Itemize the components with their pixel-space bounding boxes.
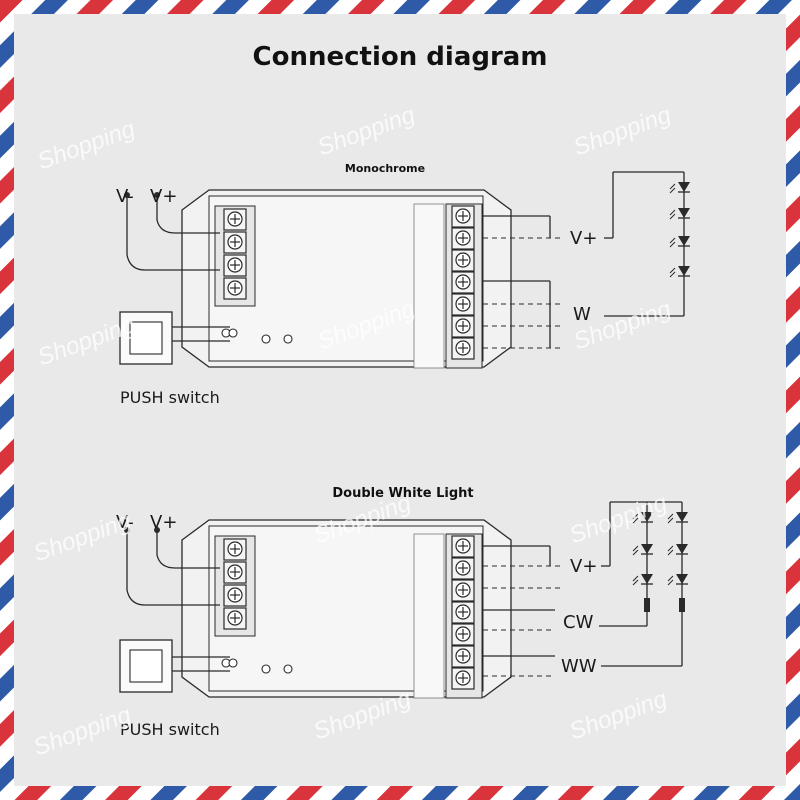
diagram-1-output-positive-label: V+ (570, 228, 598, 249)
screw-terminal (451, 315, 475, 338)
screw-terminal (451, 645, 475, 668)
led-diode (669, 236, 690, 248)
led-body (678, 182, 690, 192)
switch-port (228, 328, 238, 338)
wire (126, 195, 220, 271)
led-indicator (261, 334, 271, 344)
screw-terminal (451, 623, 475, 646)
led-ray (669, 183, 676, 190)
led-ray (667, 517, 674, 524)
switch-port (228, 658, 238, 668)
wire-connector (644, 598, 650, 612)
diagram-2-switch-label: PUSH switch (120, 720, 220, 739)
led-ray (669, 237, 676, 244)
diagram-2-output-cw-label: CW (563, 612, 594, 633)
led-diode (667, 574, 688, 586)
led-diode (632, 574, 653, 586)
output-label-strip (413, 203, 445, 369)
monochrome-diagram (119, 171, 690, 369)
led-diode (632, 544, 653, 556)
diagram-2-output-positive-label: V+ (570, 556, 598, 577)
led-ray (669, 213, 676, 220)
screw-terminal (223, 231, 247, 254)
screw-terminal (223, 607, 247, 630)
screw-terminal (451, 579, 475, 602)
screw-terminal (223, 208, 247, 231)
output-label-strip (413, 533, 445, 699)
led-ray (669, 271, 676, 278)
led-body (678, 266, 690, 276)
screw-terminal (451, 249, 475, 272)
led-body (678, 236, 690, 246)
led-ray (667, 549, 674, 556)
led-body (641, 512, 653, 522)
button-indicator (283, 334, 293, 344)
led-diode (669, 182, 690, 194)
screw-terminal (451, 293, 475, 316)
led-ray (667, 575, 674, 582)
led-ray (667, 545, 674, 552)
led-indicator (261, 664, 271, 674)
led-ray (632, 513, 639, 520)
led-body (641, 574, 653, 584)
screw-terminal (223, 584, 247, 607)
led-body (676, 544, 688, 554)
diagram-2-output-ww-label: WW (561, 656, 597, 677)
diagram-2-title: Double White Light (332, 486, 474, 501)
screw-terminal (451, 271, 475, 294)
led-diode (632, 512, 653, 524)
wire-connector (679, 598, 685, 612)
screw-terminal (223, 561, 247, 584)
diagram-1-supply-positive-label: V+ (150, 186, 178, 207)
double-white-diagram (119, 501, 688, 699)
wire (126, 530, 220, 606)
screw-terminal (451, 227, 475, 250)
button-indicator (283, 664, 293, 674)
push-switch-button (129, 649, 163, 683)
led-diode (667, 544, 688, 556)
diagram-1-supply-negative-label: V- (116, 186, 134, 207)
led-body (641, 544, 653, 554)
screw-terminal (451, 601, 475, 624)
wire (156, 530, 220, 569)
page-title: Connection diagram (252, 42, 548, 72)
led-ray (667, 513, 674, 520)
screw-terminal (223, 254, 247, 277)
screw-terminal (223, 538, 247, 561)
screw-terminal (451, 337, 475, 360)
led-body (676, 512, 688, 522)
push-switch-button (129, 321, 163, 355)
led-ray (632, 545, 639, 552)
led-ray (632, 549, 639, 556)
led-ray (632, 575, 639, 582)
diagram-2-supply-positive-label: V+ (150, 512, 178, 533)
screw-terminal (451, 205, 475, 228)
wire (156, 195, 220, 234)
led-ray (669, 187, 676, 194)
diagram-1-output-white-label: W (573, 304, 591, 325)
diagram-1-title: Monochrome (344, 162, 426, 175)
led-diode (669, 266, 690, 278)
diagram-2-supply-negative-label: V- (116, 512, 134, 533)
led-ray (669, 241, 676, 248)
screw-terminal (451, 535, 475, 558)
led-diode (667, 512, 688, 524)
screw-terminal (451, 557, 475, 580)
led-ray (667, 579, 674, 586)
led-diode (669, 208, 690, 220)
led-ray (669, 209, 676, 216)
screw-terminal (451, 667, 475, 690)
screw-terminal (223, 277, 247, 300)
led-body (676, 574, 688, 584)
push-switch (119, 311, 173, 365)
diagram-1-switch-label: PUSH switch (120, 388, 220, 407)
led-body (678, 208, 690, 218)
led-ray (632, 517, 639, 524)
led-ray (632, 579, 639, 586)
led-ray (669, 267, 676, 274)
